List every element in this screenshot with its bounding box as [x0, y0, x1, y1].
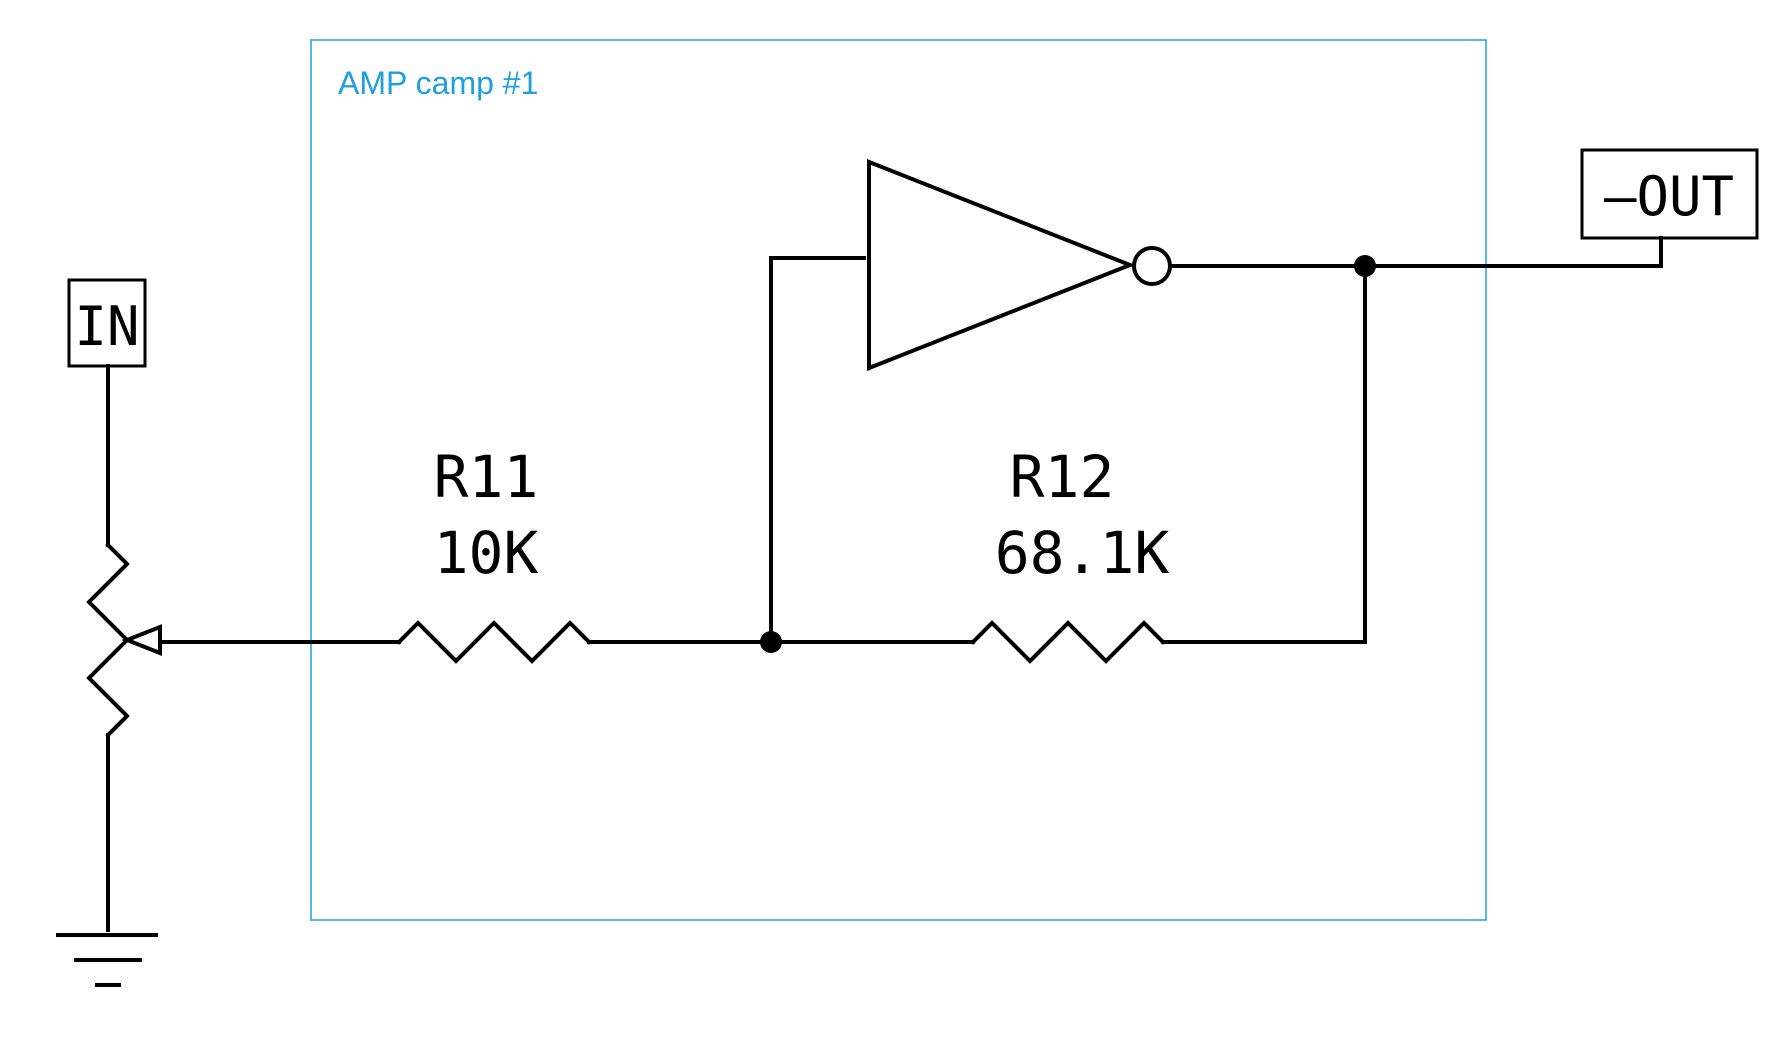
wire-output-node-to-port — [1363, 236, 1663, 268]
wiper-arrow-icon — [121, 624, 162, 656]
inverter-bubble-icon — [1132, 246, 1172, 286]
block-title: AMP camp #1 — [338, 65, 538, 101]
r12-resistor: R12 68.1K — [970, 443, 1170, 664]
r11-ref-label: R11 — [434, 443, 539, 511]
input-port-label: IN — [74, 295, 139, 358]
input-port: IN — [67, 278, 147, 368]
output-port-label: –OUT — [1604, 165, 1734, 228]
r12-value-label: 68.1K — [995, 519, 1170, 587]
potentiometer-icon — [86, 364, 162, 932]
wire-r12-to-output-node — [1161, 264, 1367, 644]
r12-resistor-icon — [970, 620, 1166, 664]
wire-junction-to-inverter — [769, 256, 866, 644]
r11-resistor: R11 10K — [396, 443, 592, 664]
ground-icon — [56, 933, 158, 987]
inverter-icon — [867, 159, 1172, 371]
r12-ref-label: R12 — [1010, 443, 1115, 511]
amp-block-boundary — [310, 39, 1487, 921]
r11-resistor-icon — [396, 620, 592, 664]
output-port: –OUT — [1580, 148, 1759, 240]
r11-value-label: 10K — [434, 519, 539, 587]
